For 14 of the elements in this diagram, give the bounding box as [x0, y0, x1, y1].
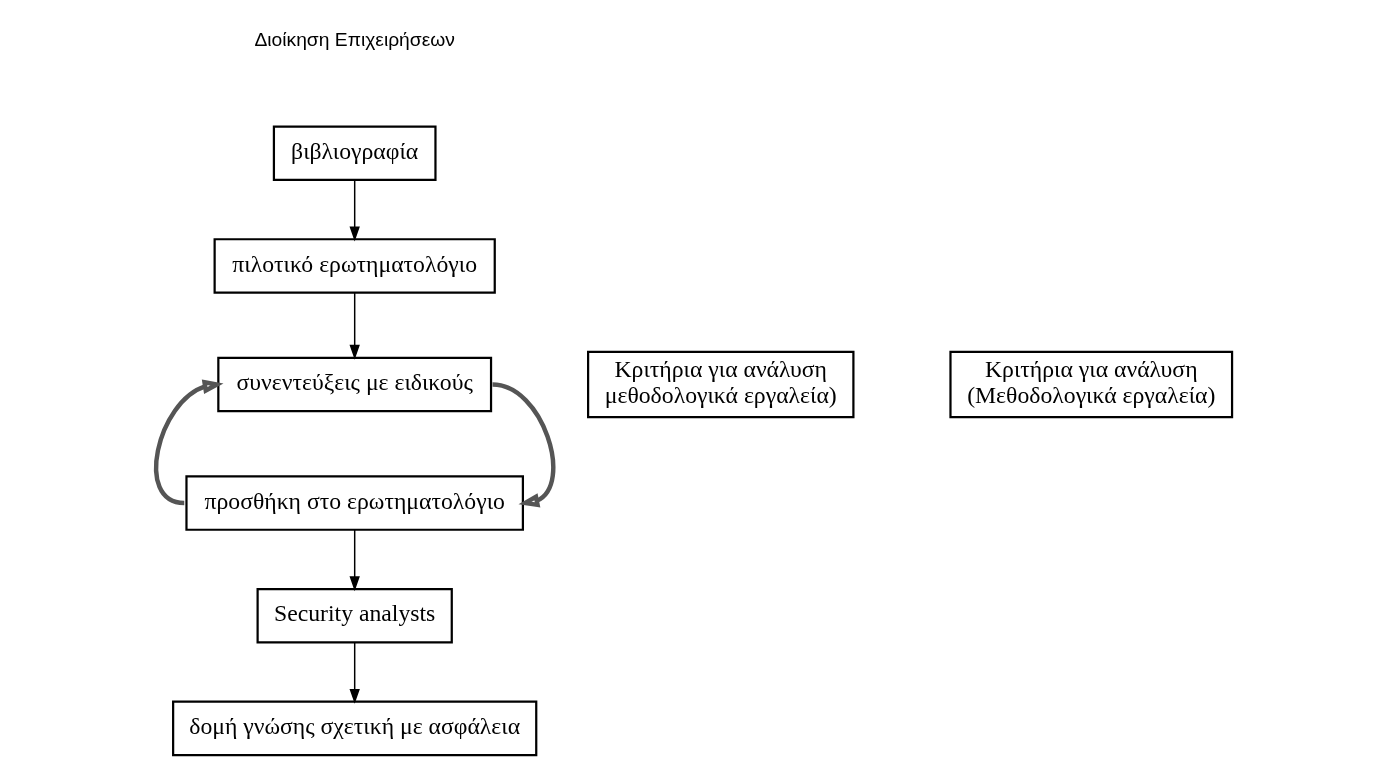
label: Διοίκηση Επιχειρήσεων	[254, 28, 455, 50]
arrow	[349, 292, 360, 360]
arrow	[492, 382, 556, 508]
node-box: πιλοτικό ερωτηματολόγιο	[213, 238, 496, 294]
node-box: προσθήκη στο ερωτηματολόγιο	[185, 475, 524, 531]
node-box: Κριτήρια για ανάλυση μεθοδολογικά εργαλεία)	[587, 350, 855, 419]
arrow	[349, 641, 360, 704]
arrow	[349, 179, 360, 242]
arrow	[349, 529, 360, 592]
node-box: δομή γνώσης σχετική με ασφάλεια	[172, 700, 538, 757]
node-box: Security analysts	[256, 587, 453, 644]
node-box: βιβλιογραφία	[272, 125, 437, 182]
node-box: Κριτήρια για ανάλυση (Μεθοδολογικά εργαλεία)	[949, 350, 1234, 419]
node-box: συνεντεύξεις με ειδικούς	[217, 356, 493, 413]
